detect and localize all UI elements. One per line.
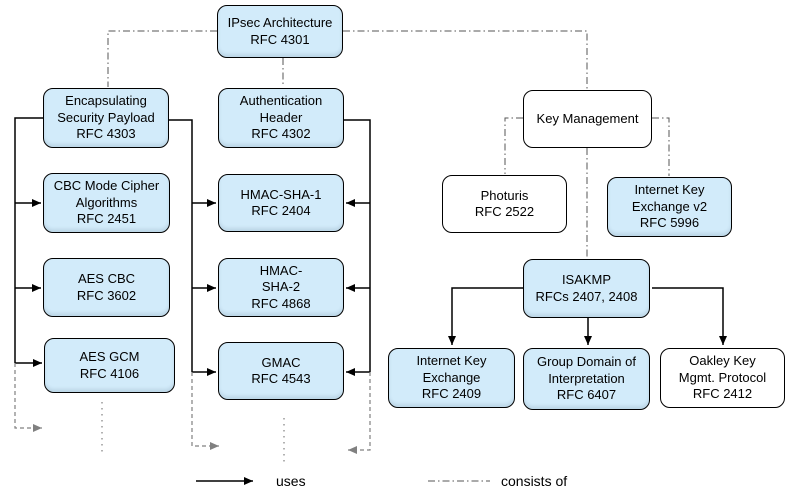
node-gmac-title: GMAC: [261, 354, 301, 370]
node-photuris: Photuris RFC 2522: [442, 175, 567, 233]
edge-key-management-photuris: [504, 117, 523, 174]
node-hmac-sha-2-title: HMAC- SHA-2: [259, 262, 303, 295]
node-gdoi: Group Domain of Interpretation RFC 6407: [523, 348, 650, 410]
node-gmac-rfc: RFC 4543: [251, 371, 311, 386]
legend-consists-of-label: consists of: [501, 473, 568, 489]
node-aes-cbc: AES CBC RFC 3602: [43, 258, 170, 317]
node-ike-title: Internet Key Exchange: [416, 353, 487, 385]
continuation-middle-arrow: [191, 372, 219, 450]
node-oakley-rfc: RFC 2412: [692, 386, 753, 402]
node-hmac-sha-1-title: HMAC-SHA-1: [240, 186, 322, 202]
node-photuris-title: Photuris: [480, 187, 529, 203]
node-hmac-sha-1: HMAC-SHA-1 RFC 2404: [218, 174, 344, 232]
node-hmac-sha-1-rfc: RFC 2404: [251, 203, 311, 218]
node-aes-gcm-rfc: RFC 4106: [79, 365, 140, 381]
node-photuris-rfc: RFC 2522: [474, 204, 535, 219]
node-aes-cbc-title: AES CBC: [77, 271, 136, 286]
node-gmac: GMAC RFC 4543: [218, 342, 344, 400]
edge-isakmp-oakley-arrow: [652, 287, 727, 345]
node-key-management: Key Management: [523, 90, 652, 148]
node-cbc-mode-cipher-title: CBC Mode Cipher Algorithms: [53, 178, 160, 210]
node-ike-v2-rfc: RFC 5996: [639, 215, 700, 231]
node-esp-title: Encapsulating Security Payload: [57, 93, 155, 125]
legend-uses-label: uses: [276, 473, 306, 489]
node-ike-v2: Internet Key Exchange v2 RFC 5996: [607, 177, 732, 237]
node-aes-gcm: AES GCM RFC 4106: [44, 338, 175, 393]
edge-esp-encryption-trunk: [14, 117, 43, 363]
edge-architecture-esp: [107, 30, 217, 87]
node-ipsec-architecture-title: IPsec Architecture: [227, 15, 333, 30]
node-gdoi-title: Group Domain of Interpretation: [537, 354, 636, 386]
node-ah-rfc: RFC 4302: [251, 126, 311, 142]
node-ike-rfc: RFC 2409: [421, 386, 482, 402]
node-esp: Encapsulating Security Payload RFC 4303: [43, 88, 169, 148]
continuation-right-arrow: [348, 372, 371, 454]
node-ike: Internet Key Exchange RFC 2409: [388, 348, 515, 408]
node-aes-cbc-rfc: RFC 3602: [76, 287, 137, 303]
edge-isakmp-ike-arrow: [448, 287, 523, 345]
node-cbc-mode-cipher-rfc: RFC 2451: [76, 211, 137, 227]
node-isakmp-rfc: RFCs 2407, 2408: [535, 288, 638, 304]
node-isakmp-title: ISAKMP: [561, 272, 612, 287]
node-ike-v2-title: Internet Key Exchange v2: [631, 182, 708, 214]
node-ah-title: Authentication Header: [239, 93, 323, 125]
node-isakmp: ISAKMP RFCs 2407, 2408: [523, 259, 650, 318]
node-hmac-sha-2-rfc: RFC 4868: [251, 295, 311, 311]
node-oakley-title: Oakley Key Mgmt. Protocol: [678, 353, 767, 385]
node-hmac-sha-2: HMAC- SHA-2 RFC 4868: [218, 258, 344, 317]
edge-esp-auth-trunk: [169, 119, 193, 372]
edge-key-management-ikev2: [652, 117, 670, 176]
node-key-management-title: Key Management: [536, 110, 639, 126]
node-ipsec-architecture-rfc: RFC 4301: [250, 31, 310, 47]
node-gdoi-rfc: RFC 6407: [556, 387, 617, 403]
continuation-left-arrow: [14, 363, 42, 432]
node-aes-gcm-title: AES GCM: [79, 349, 140, 364]
node-ah: Authentication Header RFC 4302: [218, 88, 344, 148]
edge-architecture-key-management: [343, 30, 588, 89]
node-cbc-mode-cipher: CBC Mode Cipher Algorithms RFC 2451: [43, 173, 170, 233]
node-esp-rfc: RFC 4303: [76, 126, 136, 142]
node-oakley: Oakley Key Mgmt. Protocol RFC 2412: [660, 348, 785, 408]
edge-ah-auth-trunk: [344, 119, 371, 372]
node-ipsec-architecture: IPsec Architecture RFC 4301: [217, 5, 343, 58]
